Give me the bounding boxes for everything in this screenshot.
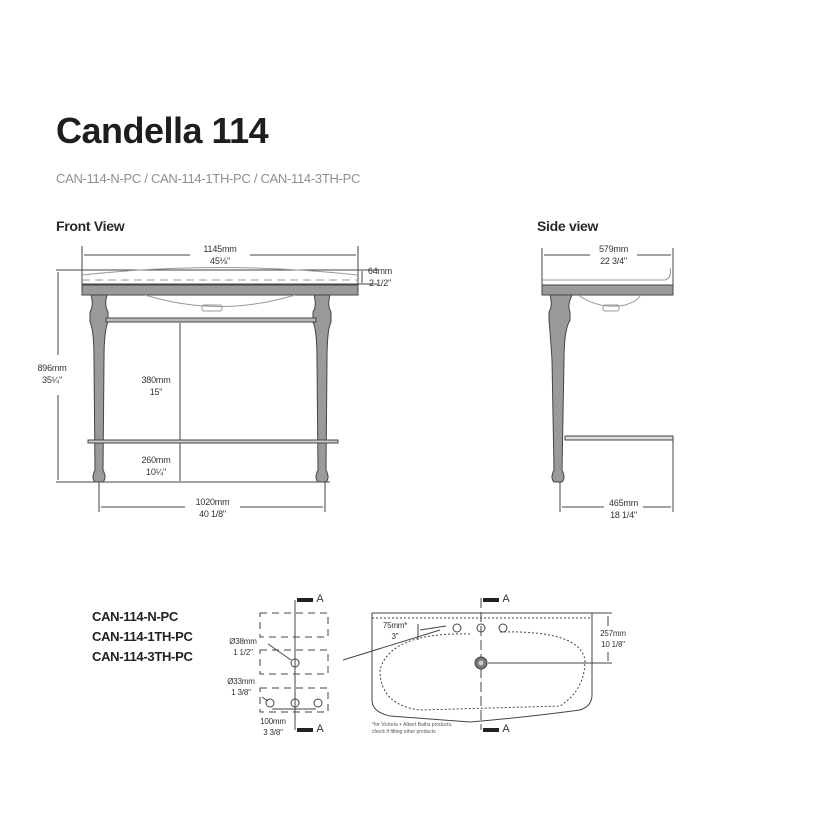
model-code: CAN-114-N-PC (92, 609, 178, 624)
waste-offset-dim: 257mm 10 1/8" (600, 629, 626, 649)
side-view-drawing (541, 248, 674, 512)
plan-section-marker-bottom: A (502, 723, 510, 735)
hole-spacing-dim: 100mm 3 3/8" (260, 717, 286, 737)
basin-depth-dim: 64mm 2 1/2" (367, 266, 393, 288)
rail-height-dim: 260mm 10¼" (141, 455, 171, 477)
front-view-drawing (56, 246, 378, 512)
side-view-label: Side view (537, 218, 599, 234)
section-marker-top: A (316, 593, 324, 605)
side-rail-depth-dim: 465mm 18 1/4" (608, 498, 638, 520)
plan-view-drawing (342, 598, 612, 732)
front-view-label: Front View (56, 218, 125, 234)
single-hole-dim: Ø38mm 1 1/2" (229, 637, 257, 657)
plan-section-marker-top: A (502, 593, 510, 605)
rail-gap-dim: 380mm 15" (141, 375, 171, 397)
leg-span-dim: 1020mm 40 1/8" (195, 497, 230, 519)
tap-offset-dim: 75mm* 3" (382, 621, 408, 641)
front-width-dim: 1145mm 45⅛" (203, 244, 237, 266)
model-code-list: CAN-114-N-PC CAN-114-1TH-PC CAN-114-3TH-… (92, 607, 193, 667)
plan-footnote: *for Victoria + Albert Baths products, c… (372, 722, 453, 735)
product-codes: CAN-114-N-PC / CAN-114-1TH-PC / CAN-114-… (56, 171, 361, 186)
side-depth-dim: 579mm 22 3/4" (598, 244, 628, 266)
product-title: Candella 114 (56, 110, 269, 151)
section-marker-bottom: A (316, 723, 324, 735)
model-code: CAN-114-3TH-PC (92, 649, 193, 664)
tap-hole-diagram (259, 598, 329, 732)
three-hole-dim: Ø33mm 1 3/8" (227, 677, 255, 697)
height-dim: 896mm 35¼" (37, 363, 67, 385)
model-code: CAN-114-1TH-PC (92, 629, 193, 644)
